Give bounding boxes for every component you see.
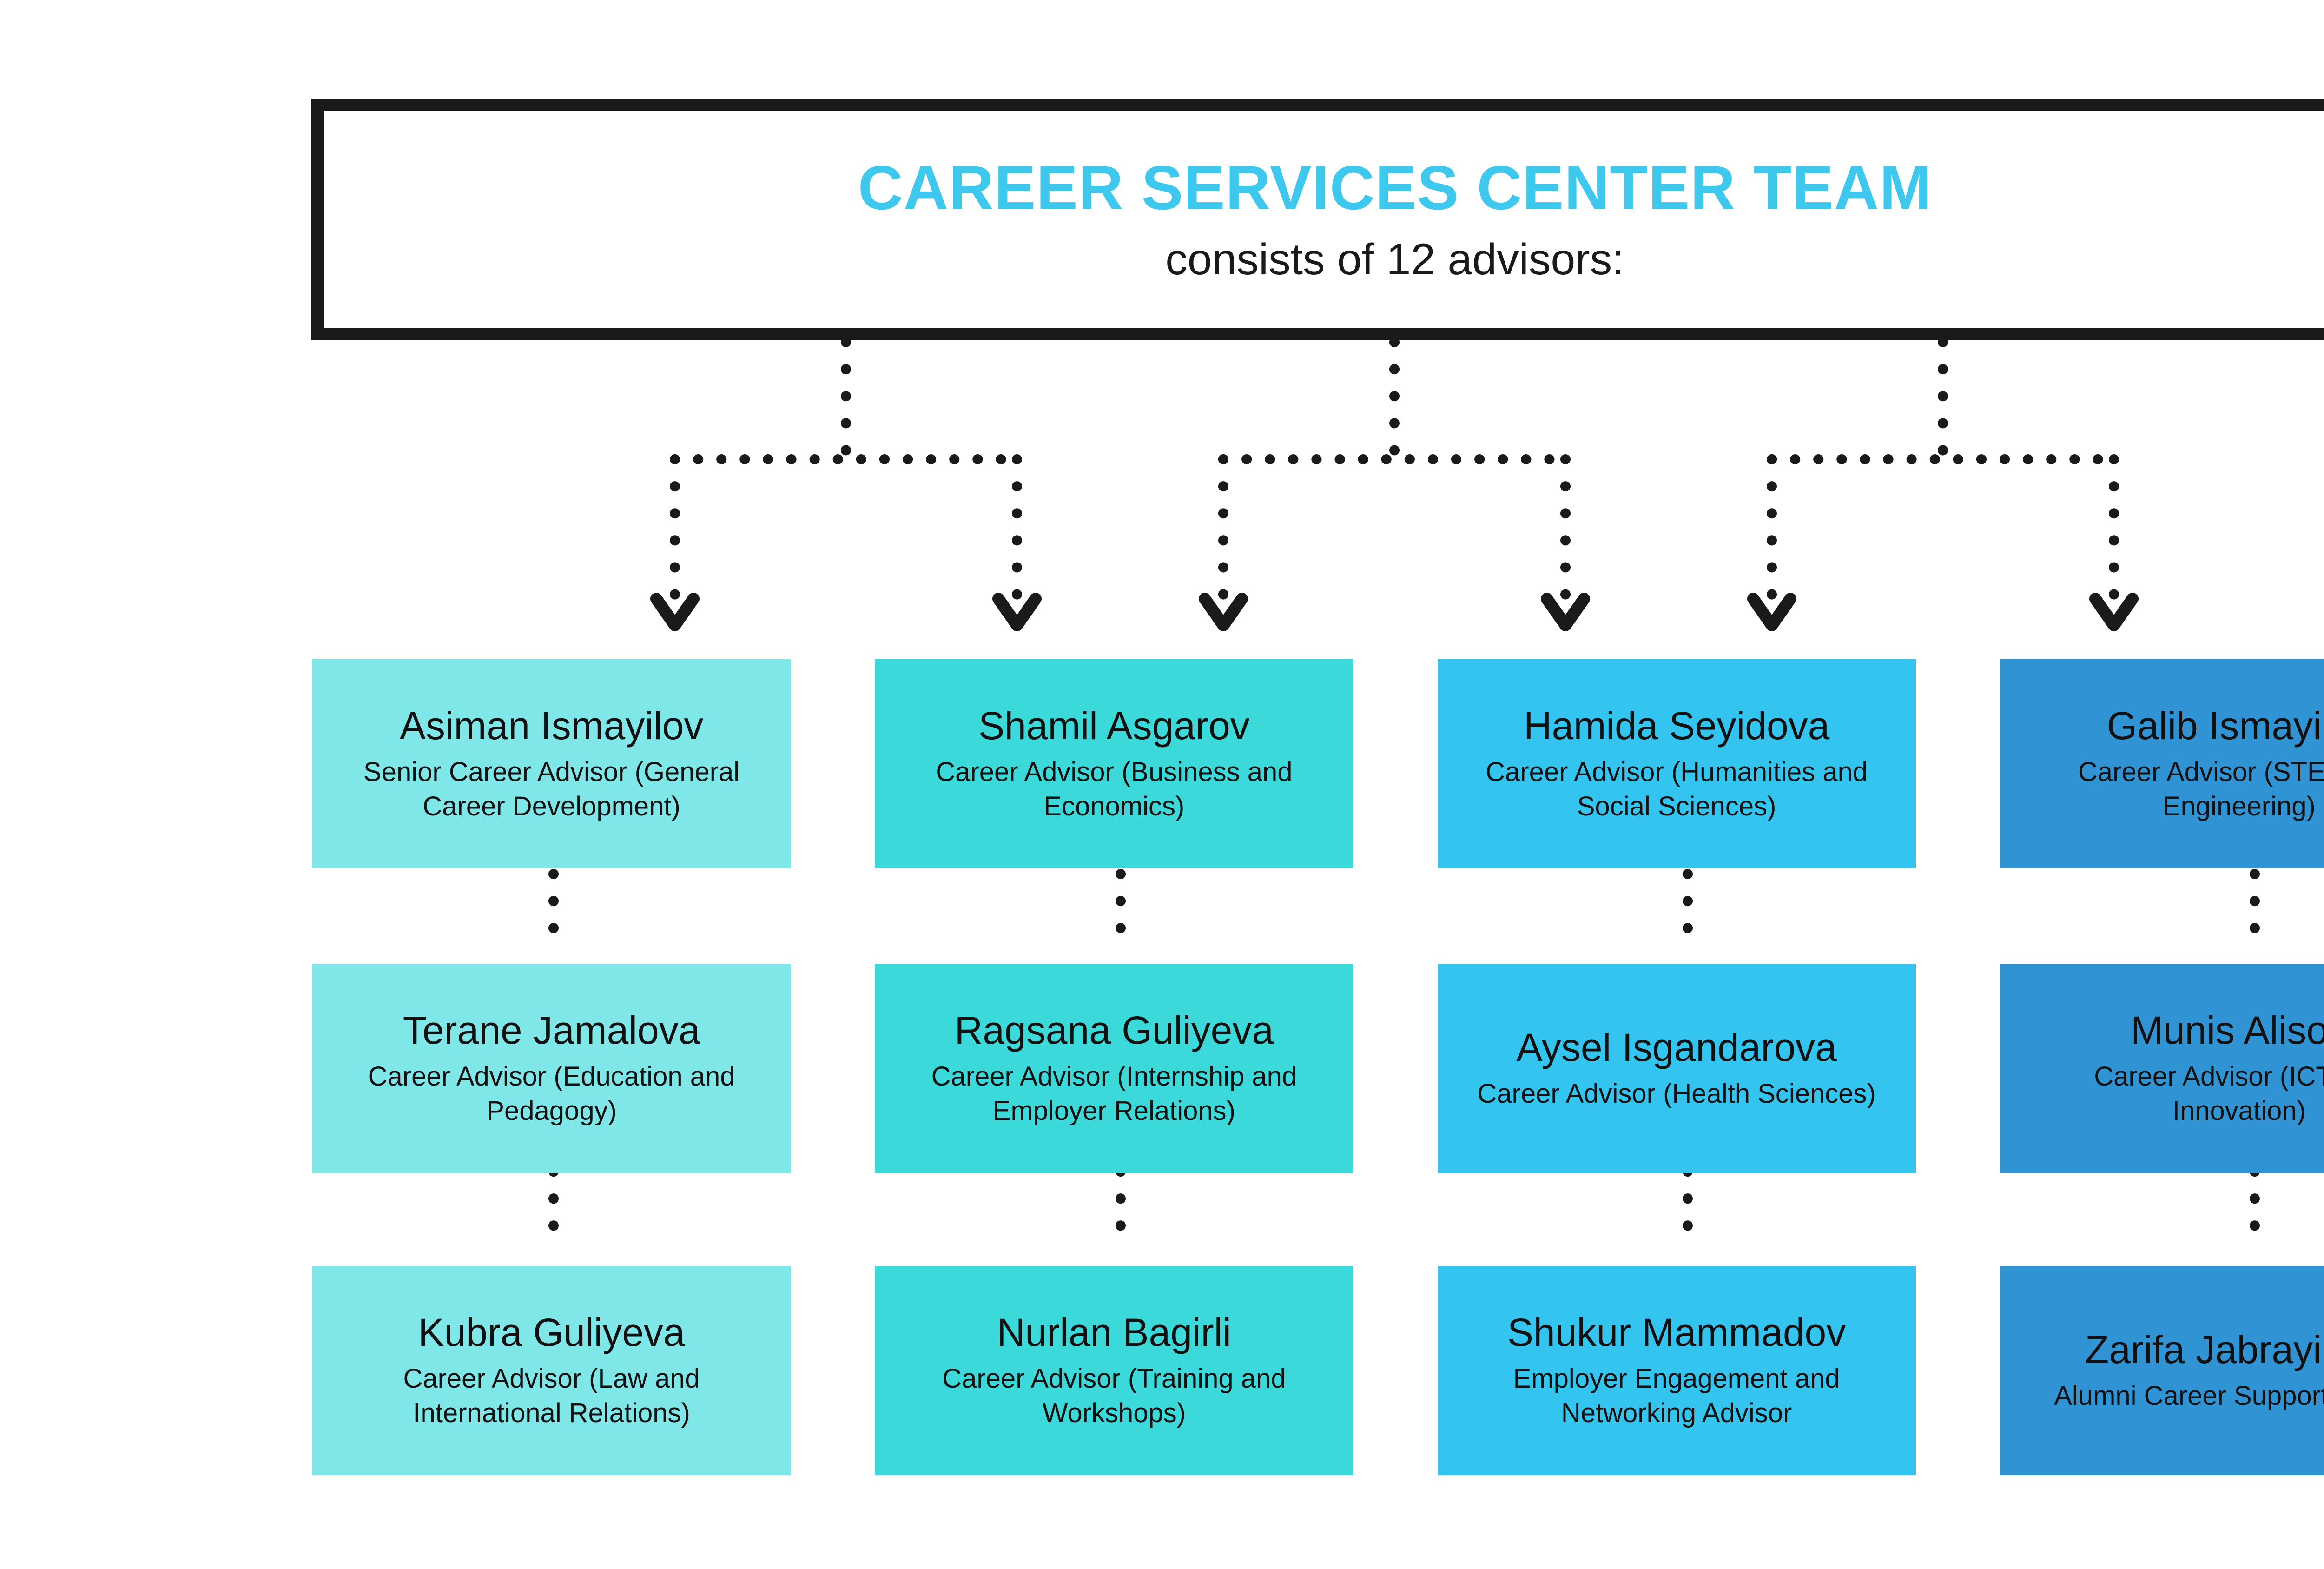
advisor-row-3: Kubra Guliyeva Career Advisor (Law and I… — [312, 1266, 2324, 1475]
arrow-head-5 — [1747, 593, 1796, 631]
advisor-card[interactable]: Shukur Mammadov Employer Engagement and … — [1437, 1266, 1916, 1475]
advisor-name: Galib Ismayilov — [2106, 703, 2324, 748]
page-title: CAREER SERVICES CENTER TEAM — [858, 153, 1932, 223]
advisor-name: Shukur Mammadov — [1507, 1310, 1846, 1354]
advisor-card[interactable]: Zarifa Jabrayilova Alumni Career Support… — [2000, 1266, 2324, 1475]
advisor-card[interactable]: Ragsana Guliyeva Career Advisor (Interns… — [875, 964, 1353, 1173]
arrow-head-6 — [2089, 593, 2139, 631]
advisor-role: Career Advisor (STEM and Engineering) — [2078, 756, 2324, 822]
advisor-role: Employer Engagement and Networking Advis… — [1513, 1363, 1840, 1429]
advisor-name: Asiman Ismayilov — [399, 703, 704, 748]
advisor-card[interactable]: Shamil Asgarov Career Advisor (Business … — [875, 659, 1353, 868]
advisor-card[interactable]: Hamida Seyidova Career Advisor (Humaniti… — [1437, 659, 1916, 868]
advisor-card[interactable]: Galib Ismayilov Career Advisor (STEM and… — [2000, 659, 2324, 868]
advisor-name: Kubra Guliyeva — [418, 1310, 685, 1354]
arrow-head-3 — [1199, 593, 1248, 631]
arrow-head-1 — [650, 593, 700, 631]
advisor-name: Nurlan Bagirli — [997, 1310, 1231, 1354]
advisor-role: Senior Career Advisor (General Career De… — [363, 756, 740, 822]
header-box: CAREER SERVICES CENTER TEAM consists of … — [311, 99, 2324, 340]
advisor-row-2: Terane Jamalova Career Advisor (Educatio… — [312, 964, 2324, 1173]
advisor-role: Career Advisor (Law and International Re… — [403, 1363, 700, 1429]
advisor-role: Career Advisor (Education and Pedagogy) — [368, 1061, 735, 1126]
advisor-role: Career Advisor (Training and Workshops) — [942, 1363, 1286, 1429]
page-subtitle: consists of 12 advisors: — [1165, 235, 1624, 285]
advisor-card[interactable]: Terane Jamalova Career Advisor (Educatio… — [312, 964, 791, 1173]
advisor-role: Career Advisor (Internship and Employer … — [931, 1061, 1297, 1126]
advisor-name: Aysel Isgandarova — [1516, 1025, 1837, 1069]
advisor-name: Zarifa Jabrayilova — [2085, 1327, 2324, 1371]
advisor-role: Career Advisor (Humanities and Social Sc… — [1486, 756, 1868, 822]
advisor-card[interactable]: Kubra Guliyeva Career Advisor (Law and I… — [312, 1266, 791, 1475]
advisor-name: Munis Alisoy — [2130, 1008, 2324, 1052]
advisor-card[interactable]: Aysel Isgandarova Career Advisor (Health… — [1437, 964, 1916, 1173]
advisor-card[interactable]: Nurlan Bagirli Career Advisor (Training … — [875, 1266, 1353, 1475]
advisor-role: Career Advisor (Health Sciences) — [1477, 1078, 1876, 1109]
arrow-head-2 — [992, 593, 1042, 631]
advisor-name: Ragsana Guliyeva — [954, 1008, 1274, 1052]
advisor-role: Alumni Career Support Advisor — [2054, 1380, 2324, 1411]
advisor-role: Career Advisor (ICT and Innovation) — [2094, 1061, 2324, 1126]
advisor-name: Hamida Seyidova — [1523, 703, 1830, 748]
advisor-card[interactable]: Munis Alisoy Career Advisor (ICT and Inn… — [2000, 964, 2324, 1173]
advisor-card[interactable]: Asiman Ismayilov Senior Career Advisor (… — [312, 659, 791, 868]
advisor-row-1: Asiman Ismayilov Senior Career Advisor (… — [312, 659, 2324, 868]
advisor-name: Shamil Asgarov — [978, 703, 1250, 748]
advisor-role: Career Advisor (Business and Economics) — [936, 756, 1293, 822]
arrow-head-4 — [1541, 593, 1590, 631]
advisor-grid: Asiman Ismayilov Senior Career Advisor (… — [312, 659, 2324, 1475]
advisor-name: Terane Jamalova — [403, 1008, 700, 1052]
